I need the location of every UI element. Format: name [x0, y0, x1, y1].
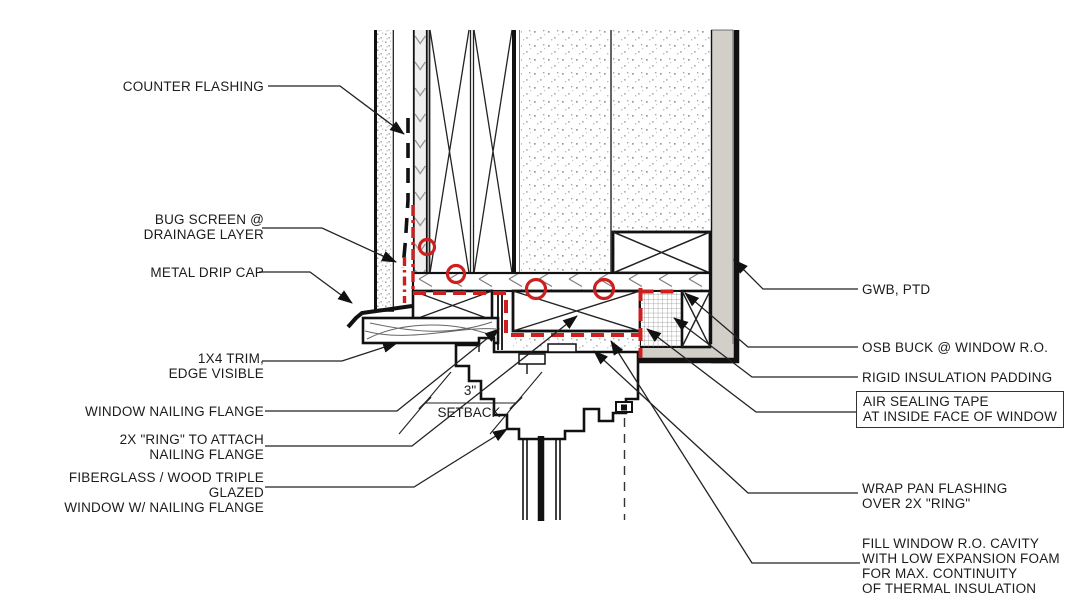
callout-gwb: GWB, PTD — [862, 282, 931, 297]
osb-buck — [611, 230, 712, 275]
stucco-cladding — [374, 30, 394, 312]
gwb-board — [638, 29, 740, 364]
callout-rigid-insulation: RIGID INSULATION PADDING — [862, 370, 1053, 385]
callout-fill-cavity: FILL WINDOW R.O. CAVITY WITH LOW EXPANSI… — [862, 536, 1060, 596]
setback-dimension-label: SETBACK — [437, 405, 501, 420]
callout-fiberglass-window: FIBERGLASS / WOOD TRIPLE GLAZED WINDOW W… — [64, 470, 264, 515]
callout-air-sealing-tape: AIR SEALING TAPE AT INSIDE FACE OF WINDO… — [856, 391, 1065, 428]
setback-dimension — [398, 371, 543, 435]
setback-dimension-value: 3" — [463, 383, 477, 398]
callout-window-nailing-flange: WINDOW NAILING FLANGE — [85, 404, 264, 419]
callout-wrap-pan-flashing: WRAP PAN FLASHING OVER 2X "RING" — [862, 481, 1008, 511]
cellulose-insulation — [519, 30, 710, 273]
callout-metal-drip-cap: METAL DRIP CAP — [150, 265, 264, 280]
counter-flashing-line — [401, 118, 410, 269]
air-sealing-tape-and-pan-flashing-lines — [402, 205, 676, 358]
triple-glazing — [522, 436, 561, 521]
callout-osb-buck: OSB BUCK @ WINDOW R.O. — [862, 340, 1049, 355]
window-frame — [454, 336, 640, 441]
osb-buck-vertical-leg — [680, 289, 712, 349]
callout-counter-flashing: COUNTER FLASHING — [122, 79, 264, 94]
leader-lines — [259, 85, 860, 564]
fastener-circles — [417, 237, 616, 301]
metal-drip-cap-profile — [346, 304, 413, 329]
drainage-layer-strip — [412, 30, 428, 273]
low-expansion-foam-strip — [513, 334, 640, 351]
callout-2x-ring: 2X "RING" TO ATTACH NAILING FLANGE — [119, 432, 264, 462]
callout-1x4-trim: 1X4 TRIM, EDGE VISIBLE — [168, 351, 264, 381]
head-strapping-band — [411, 271, 712, 293]
framing-cavity — [428, 29, 516, 291]
ring-blocking — [411, 289, 642, 333]
callout-bug-screen: BUG SCREEN @ DRAINAGE LAYER — [143, 212, 264, 242]
